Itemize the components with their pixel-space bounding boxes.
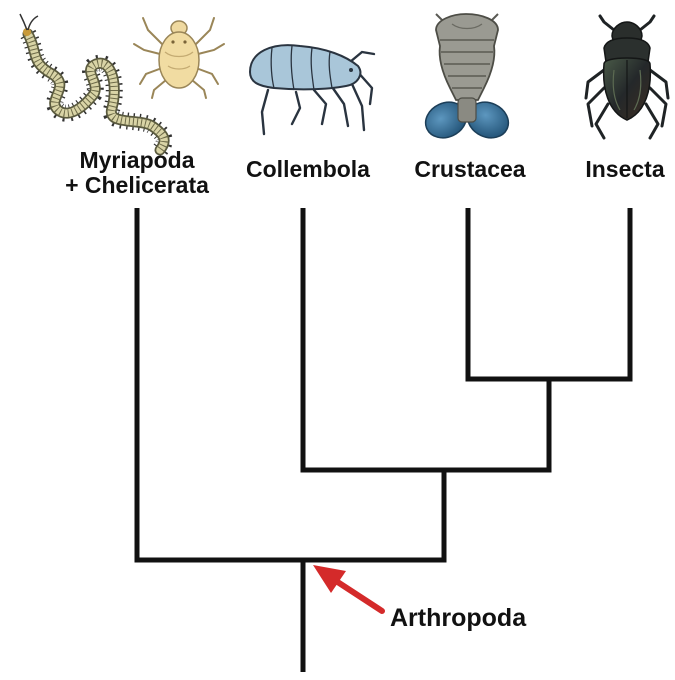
taxon-label-myriapoda: Myriapoda + Chelicerata <box>42 148 232 198</box>
taxon-label-crustacea: Crustacea <box>400 157 540 182</box>
beetle-icon <box>586 16 668 138</box>
taxon-label-collembola: Collembola <box>228 157 388 182</box>
millipede-icon <box>20 14 164 150</box>
taxon-label-insecta: Insecta <box>570 157 675 182</box>
crustacean-icon <box>420 14 514 144</box>
tree-branches <box>137 208 630 672</box>
branch-myriapoda-rest <box>137 208 444 560</box>
branch-crustacea-insecta <box>468 208 630 379</box>
branch-collembola-pancrustacea <box>303 208 549 470</box>
mite-icon <box>134 18 224 98</box>
taxon-label-myriapoda-line1: Myriapoda <box>42 148 232 173</box>
node-label-arthropoda: Arthropoda <box>390 604 526 633</box>
arthropoda-arrow <box>313 565 382 611</box>
springtail-icon <box>250 45 374 134</box>
taxon-label-myriapoda-line2: + Chelicerata <box>42 173 232 198</box>
